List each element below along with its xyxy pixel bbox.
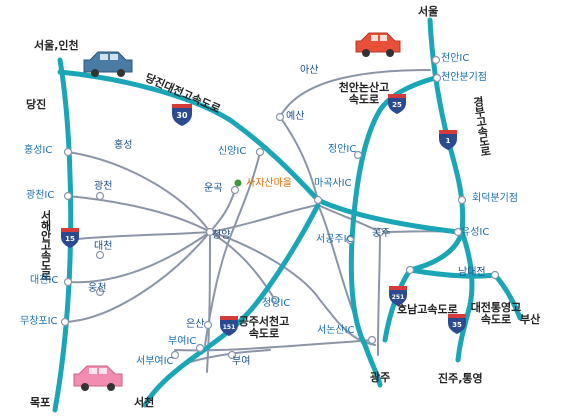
svg-text:15: 15 bbox=[65, 235, 75, 243]
ic-hongseong: 홍성IC bbox=[24, 145, 53, 156]
town-cheongyang: 청양 bbox=[212, 230, 231, 241]
city-dangjin: 당진 bbox=[26, 98, 47, 111]
busan-branch bbox=[492, 272, 523, 321]
highway-cheonan-nonsan: 천안논산고속도로 bbox=[338, 81, 390, 106]
city-gwangju: 광주 bbox=[370, 371, 391, 384]
shield-1: 1 bbox=[439, 130, 457, 150]
svg-text:35: 35 bbox=[452, 321, 462, 329]
ic-gwangcheon: 광천IC bbox=[26, 190, 55, 201]
city-seoul-incheon: 서울,인천 bbox=[34, 39, 79, 52]
ic-maroksa: 마곡사IC bbox=[314, 178, 352, 189]
town-daecheon: 대천 bbox=[94, 241, 113, 252]
town-yesan: 예산 bbox=[286, 111, 305, 122]
highway-honam: 호남고속도로 bbox=[397, 303, 458, 316]
town-gongju: 공주 bbox=[372, 228, 391, 239]
ic-sinyang: 신양IC bbox=[218, 146, 247, 157]
ic-yuseong: 유성IC bbox=[461, 227, 490, 238]
destination-dot bbox=[234, 179, 242, 187]
daejeon-tongyeong-expressway bbox=[455, 229, 475, 363]
town-asan: 아산 bbox=[300, 65, 319, 76]
ic-seobuyeo: 서부여IC bbox=[136, 356, 174, 367]
jct-hoedeok: 회덕분기점 bbox=[472, 193, 518, 204]
shield-15: 15 bbox=[61, 228, 79, 248]
town-ungok: 운곡 bbox=[204, 183, 223, 194]
shield-151: 151 bbox=[220, 316, 238, 336]
car-red-icon bbox=[355, 32, 401, 57]
honam-to-namdaejeon bbox=[407, 267, 498, 279]
svg-text:30: 30 bbox=[176, 111, 188, 120]
ic-daecheon: 대천IC bbox=[30, 275, 59, 286]
svg-text:251: 251 bbox=[392, 294, 405, 301]
car-blue-icon bbox=[83, 51, 133, 77]
ic-seonon: 서논산IC bbox=[317, 325, 355, 336]
city-seocheon: 서천 bbox=[134, 396, 155, 409]
destination-label: 사자산마을 bbox=[246, 178, 292, 189]
highway-gongju-seocheon: 공주서천고속도로 bbox=[238, 315, 290, 340]
shield-25: 25 bbox=[388, 94, 406, 114]
town-ungcheon: 웅천 bbox=[88, 283, 107, 294]
svg-text:151: 151 bbox=[223, 324, 236, 331]
city-mokpo: 목포 bbox=[30, 396, 51, 409]
shield-35: 35 bbox=[448, 314, 466, 334]
ic-seogongju: 서공주IC bbox=[316, 234, 354, 245]
ic-buyeo: 부여IC bbox=[168, 336, 197, 347]
ic-jeongan: 정안IC bbox=[328, 144, 357, 155]
city-busan: 부산 bbox=[520, 313, 541, 326]
shield-251: 251 bbox=[389, 286, 407, 306]
town-hongseong: 홍성 bbox=[114, 140, 133, 151]
svg-text:25: 25 bbox=[392, 101, 402, 109]
town-namdaejeon: 남대전 bbox=[458, 267, 486, 278]
town-gwangcheon: 광천 bbox=[94, 181, 113, 192]
ic-cheonan: 천안IC bbox=[441, 53, 470, 64]
ic-nodes bbox=[60, 55, 500, 360]
shield-30: 30 bbox=[172, 104, 192, 126]
gyeongbu-expressway bbox=[407, 17, 466, 273]
town-eunsan: 은산 bbox=[186, 319, 205, 330]
svg-text:1: 1 bbox=[446, 137, 451, 145]
town-buyeo: 부여 bbox=[232, 356, 251, 367]
car-pink-icon bbox=[73, 365, 123, 391]
city-jinju-tongyeong: 진주,통영 bbox=[438, 372, 483, 385]
jct-cheonan: 천안분기점 bbox=[441, 72, 487, 83]
dangjin-daejeon-expressway bbox=[57, 69, 461, 235]
ic-cheongyang: 청양IC bbox=[262, 298, 291, 309]
city-seoul: 서울 bbox=[418, 5, 439, 18]
highway-seohaean: 서해안고속도로 bbox=[39, 210, 52, 280]
seohaean-expressway bbox=[52, 57, 74, 413]
ic-muchangpo: 무창포IC bbox=[20, 316, 58, 327]
highway-daejeon-tongyeong: 대전통영고속도로 bbox=[470, 301, 522, 326]
